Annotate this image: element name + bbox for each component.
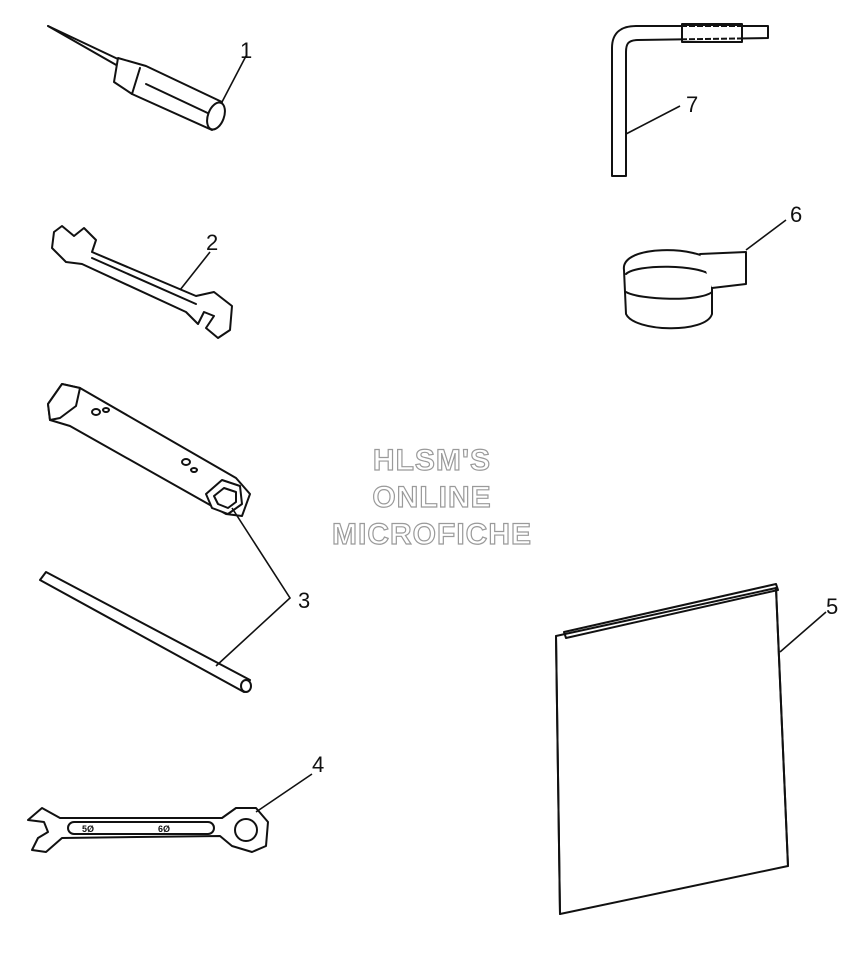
- callout-5: 5: [826, 594, 838, 619]
- manual-booklet-part: [555, 583, 827, 915]
- tommy-bar-part: [39, 507, 292, 693]
- callout-4: 4: [312, 752, 324, 777]
- watermark-line-3: MICROFICHE: [332, 518, 532, 551]
- wrench-marking-right: 6Ø: [158, 824, 170, 834]
- callout-6: 6: [790, 202, 802, 227]
- open-end-wrench-part: [51, 225, 233, 339]
- watermark-line-1: HLSM'S: [373, 444, 491, 477]
- box-spanner-part: [47, 383, 251, 517]
- wrench-marking-left: 5Ø: [82, 824, 94, 834]
- tool-strap-part: [622, 219, 787, 330]
- combination-wrench-part: 5Ø 6Ø: [27, 773, 313, 853]
- watermark: HLSM'S ONLINE MICROFICHE: [331, 443, 532, 551]
- screwdriver-part: [47, 25, 247, 131]
- callout-3: 3: [298, 588, 310, 613]
- callout-2: 2: [206, 230, 218, 255]
- callout-7: 7: [686, 92, 698, 117]
- watermark-line-2: ONLINE: [372, 481, 491, 514]
- callout-1: 1: [240, 38, 252, 63]
- hex-key-part: [611, 23, 769, 177]
